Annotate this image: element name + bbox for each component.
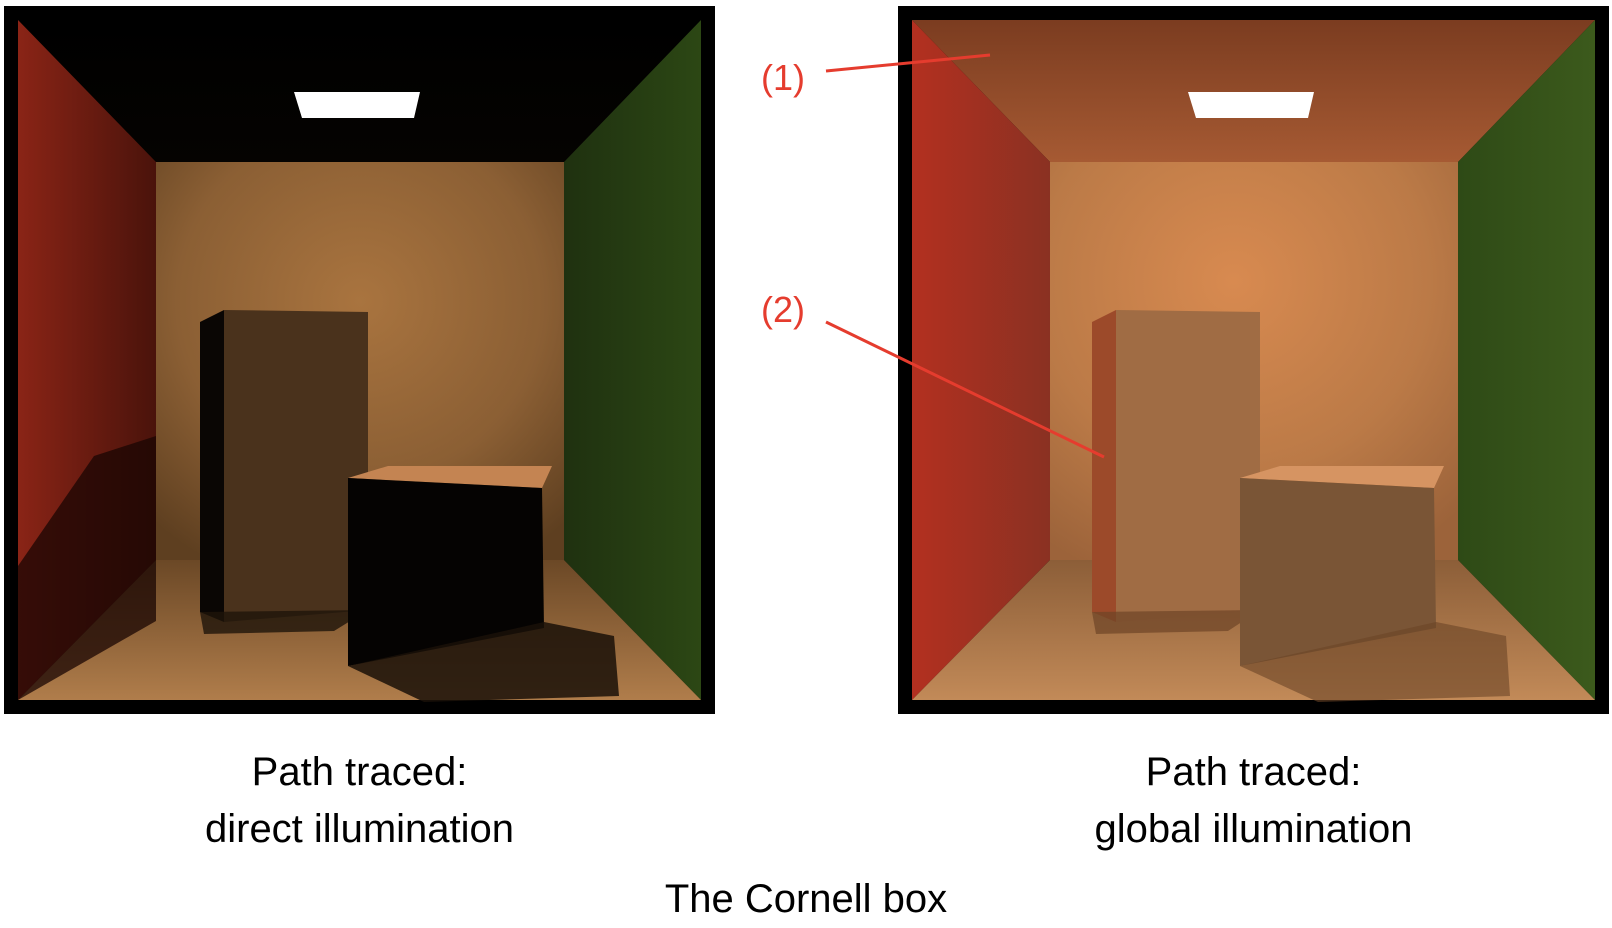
- area-light: [294, 92, 420, 118]
- caption-line-1: Path traced:: [251, 750, 468, 794]
- callout-2-label: (2): [761, 289, 805, 330]
- caption-line-1: Path traced:: [1145, 750, 1362, 794]
- tall-block-side: [1092, 310, 1116, 622]
- global-illumination-render: [898, 6, 1609, 714]
- caption-line-2: direct illumination: [204, 807, 515, 851]
- tall-block-shadow: [200, 610, 368, 634]
- figure-title: The Cornell box: [664, 877, 948, 921]
- short-block-top: [348, 466, 552, 488]
- global-illumination-caption: Path traced: global illumination: [898, 744, 1609, 858]
- ceiling: [18, 20, 701, 162]
- area-light: [1188, 92, 1314, 118]
- callout-1-label: (1): [761, 57, 805, 98]
- short-block-front: [348, 478, 544, 666]
- tall-block-front: [1116, 310, 1260, 622]
- tall-block-shadow: [1092, 610, 1260, 634]
- short-block-top: [1240, 466, 1444, 488]
- tall-block-side: [200, 310, 224, 622]
- direct-illumination-render: [4, 6, 715, 714]
- ceiling: [912, 20, 1595, 162]
- short-block-shadow: [348, 622, 619, 702]
- left-wall-shadow: [18, 436, 156, 700]
- right-wall: [564, 20, 701, 700]
- tall-block-front: [224, 310, 368, 622]
- short-block-front: [1240, 478, 1436, 666]
- short-block-shadow: [1240, 622, 1510, 702]
- right-wall: [1458, 20, 1595, 700]
- caption-line-2: global illumination: [1094, 807, 1413, 851]
- direct-illumination-caption: Path traced: direct illumination: [4, 744, 715, 858]
